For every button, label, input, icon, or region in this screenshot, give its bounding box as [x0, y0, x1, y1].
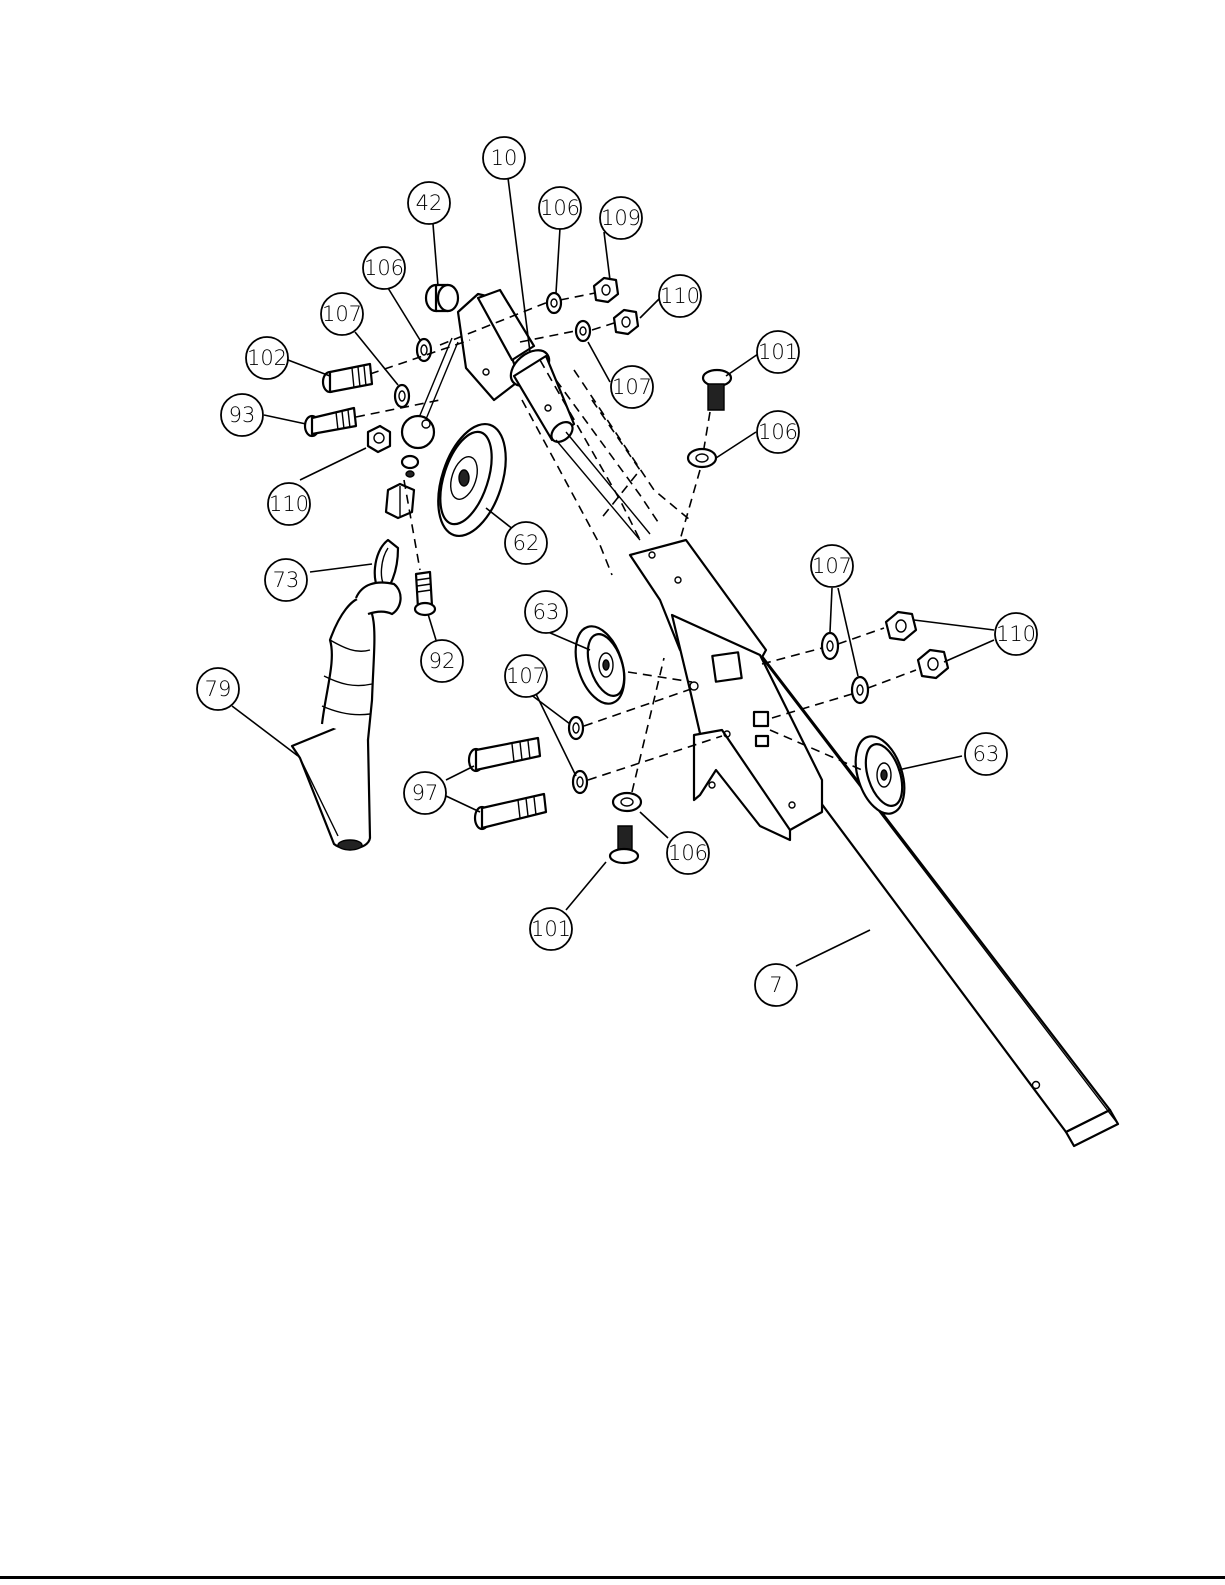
nut-110-right-a: [886, 612, 916, 640]
washer-107-right-a: [822, 633, 838, 659]
callout-107-right: 107: [811, 545, 853, 587]
callout-110-top: 110: [659, 275, 701, 317]
svg-text:109: 109: [601, 206, 641, 230]
nut-110-right-b: [918, 650, 948, 678]
bolt-101-upper: [703, 370, 731, 448]
callout-107-upper-left: 107: [321, 293, 363, 335]
bolt-92: [415, 572, 435, 615]
svg-text:101: 101: [758, 340, 798, 364]
svg-text:93: 93: [229, 403, 256, 427]
svg-text:97: 97: [412, 781, 439, 805]
callout-62: 62: [505, 522, 547, 564]
svg-text:73: 73: [273, 568, 300, 592]
svg-text:107: 107: [812, 554, 852, 578]
bolt-102: [323, 364, 372, 392]
washer-106-right: [688, 449, 716, 467]
callout-106-top: 106: [539, 187, 581, 229]
callout-7: 7: [755, 964, 797, 1006]
svg-text:102: 102: [247, 346, 287, 370]
svg-text:106: 106: [668, 841, 708, 865]
svg-text:63: 63: [973, 742, 1000, 766]
svg-text:63: 63: [533, 600, 560, 624]
pulley-bracket: [630, 540, 822, 840]
callout-63-left: 63: [525, 591, 567, 633]
svg-text:106: 106: [540, 196, 580, 220]
callout-106-right: 106: [757, 411, 799, 453]
svg-text:110: 110: [996, 622, 1036, 646]
svg-text:107: 107: [612, 375, 652, 399]
washer-107-left: [395, 385, 409, 407]
handle-grip-79: [292, 583, 401, 850]
bolt-93: [305, 408, 356, 436]
washer-106-top: [547, 293, 561, 313]
spacer-42: [426, 285, 458, 311]
callout-107-upper-right: 107: [611, 366, 653, 408]
pulley-62: [426, 416, 519, 545]
nut-109: [594, 278, 618, 302]
callout-106-lower: 106: [667, 832, 709, 874]
pulley-63-left: [567, 620, 634, 710]
callout-110-right: 110: [995, 613, 1037, 655]
svg-text:42: 42: [416, 191, 443, 215]
svg-text:107: 107: [322, 302, 362, 326]
bolt-97-upper: [469, 738, 540, 771]
callout-101-lower: 101: [530, 908, 572, 950]
nut-110-left: [368, 426, 390, 452]
washer-107-right-b: [852, 677, 868, 703]
bolt-97-lower: [475, 794, 546, 829]
callout-42: 42: [408, 182, 450, 224]
svg-text:10: 10: [491, 146, 518, 170]
nut-110-top: [614, 310, 638, 334]
bolt-101-lower: [610, 826, 638, 863]
callout-93: 93: [221, 394, 263, 436]
svg-text:7: 7: [769, 973, 782, 997]
callout-79: 79: [197, 668, 239, 710]
callout-92: 92: [421, 640, 463, 682]
svg-text:79: 79: [205, 677, 232, 701]
svg-text:107: 107: [506, 664, 546, 688]
svg-text:92: 92: [429, 649, 456, 673]
bottom-border-line: [0, 1576, 1225, 1579]
svg-text:110: 110: [660, 284, 700, 308]
callout-63-right: 63: [965, 733, 1007, 775]
svg-text:106: 106: [758, 420, 798, 444]
svg-text:62: 62: [513, 531, 540, 555]
svg-text:101: 101: [531, 917, 571, 941]
washer-106-lower: [613, 793, 641, 811]
washer-107-lower-a: [569, 717, 583, 739]
callout-110-left: 110: [268, 483, 310, 525]
callout-109: 109: [600, 197, 642, 239]
svg-text:106: 106: [364, 256, 404, 280]
svg-text:110: 110: [269, 492, 309, 516]
callout-97: 97: [404, 772, 446, 814]
callout-106-upper-left: 106: [363, 247, 405, 289]
callout-107-lower: 107: [505, 655, 547, 697]
callout-73: 73: [265, 559, 307, 601]
callout-102: 102: [246, 337, 288, 379]
callout-10: 10: [483, 137, 525, 179]
washer-107-top: [576, 321, 590, 341]
callout-101-upper: 101: [757, 331, 799, 373]
